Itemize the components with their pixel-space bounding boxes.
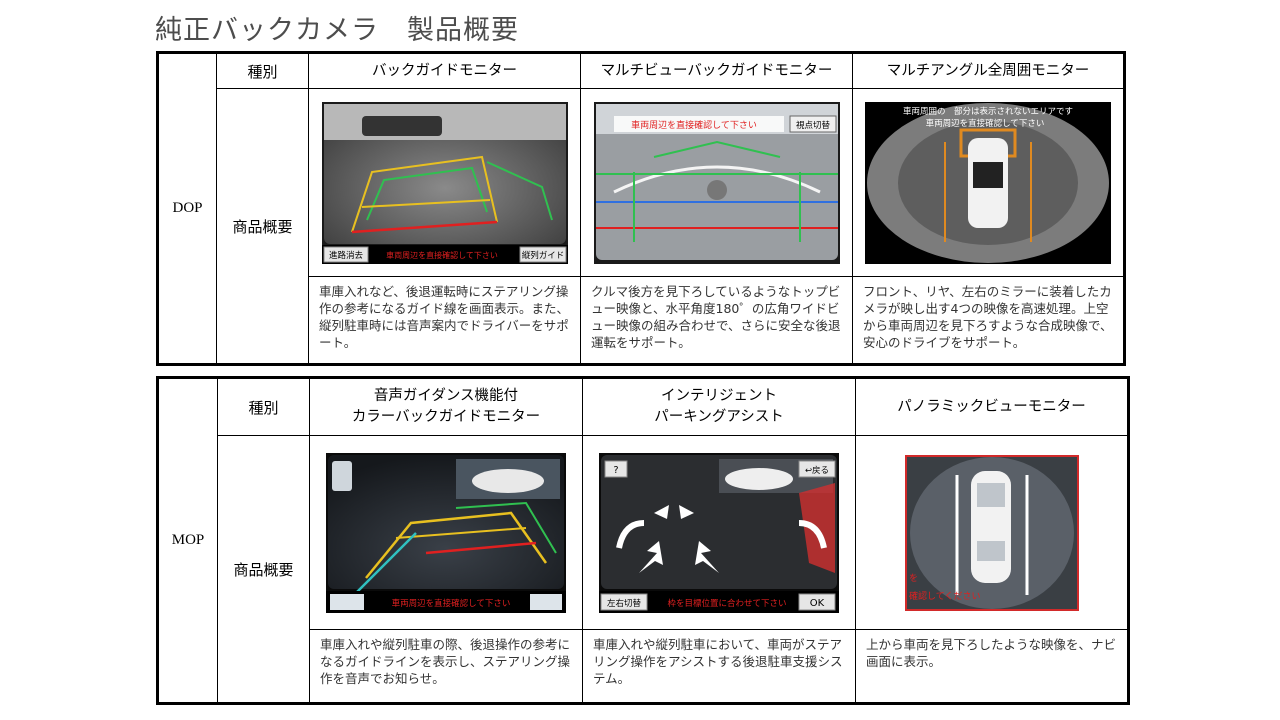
mop-description-2: 車庫入れや縦列駐車において、車両がステアリング操作をアシストする後退駐車支援シス… xyxy=(582,629,856,704)
dop-image-cell-3: 車両周囲の 部分は表示されないエリアです 車両周辺を直接確認して下さい xyxy=(852,88,1125,277)
dop-description-2: クルマ後方を見下ろしているようなトップビュー映像と、水平角度180゜の広角ワイド… xyxy=(580,276,853,365)
back-guide-left-button: 進路消去 xyxy=(328,250,363,261)
mop-product-name-1-line2: カラーバックガイドモニター xyxy=(351,409,541,425)
parking-assist-help-button: ? xyxy=(613,465,618,476)
mop-group-label: MOP xyxy=(157,377,218,704)
parking-assist-switch-button: 左右切替 xyxy=(607,598,642,609)
multi-angle-monitor-image: 車両周囲の 部分は表示されないエリアです 車両周辺を直接確認して下さい xyxy=(865,101,1111,264)
back-guide-right-button: 縦列ガイド xyxy=(521,250,564,261)
multi-view-switch-button: 視点切替 xyxy=(795,120,830,131)
dop-description-1: 車庫入れなど、後退運転時にステアリング操作の参考になるガイド線を画面表示。また、… xyxy=(308,276,581,365)
dop-table: DOP 種別 バックガイドモニター マルチビューバックガイドモニター マルチアン… xyxy=(156,51,1126,366)
dop-image-cell-2: 車両周辺を直接確認して下さい 視点切替 xyxy=(580,88,853,277)
mop-description-1: 車庫入れや縦列駐車の際、後退操作の参考になるガイドラインを表示し、ステアリング操… xyxy=(309,629,583,704)
mop-table: MOP 種別 音声ガイダンス機能付 カラーバックガイドモニター インテリジェント… xyxy=(156,376,1130,705)
voice-guidance-banner: 車両周辺を直接確認して下さい xyxy=(392,598,511,609)
dop-product-name-3: マルチアングル全周囲モニター xyxy=(852,52,1125,89)
dop-image-cell-1: 進路消去 車両周辺を直接確認して下さい 縦列ガイド xyxy=(308,88,581,277)
panoramic-view-image: を 確認してください xyxy=(904,454,1079,611)
mop-product-name-2-line2: パーキングアシスト xyxy=(654,409,784,425)
mop-product-name-2-line1: インテリジェント xyxy=(661,388,777,404)
mop-product-name-1: 音声ガイダンス機能付 カラーバックガイドモニター xyxy=(309,377,583,436)
mop-type-label: 種別 xyxy=(217,377,310,436)
dop-overview-label: 商品概要 xyxy=(216,88,309,365)
mop-description-3: 上から車両を見下ろしたような映像を、ナビ画面に表示。 xyxy=(855,629,1129,704)
dop-product-name-1: バックガイドモニター xyxy=(308,52,581,89)
mop-product-name-3: パノラミックビューモニター xyxy=(855,377,1129,436)
mop-image-cell-1: 車両周辺を直接確認して下さい xyxy=(309,435,583,630)
panoramic-partial-text-1: を xyxy=(909,573,918,584)
multi-view-banner: 車両周辺を直接確認して下さい xyxy=(631,119,757,131)
mop-image-cell-2: ? ↩戻る 左右切替 枠を目標位置に合わせて下さい OK xyxy=(582,435,856,630)
mop-product-name-2: インテリジェント パーキングアシスト xyxy=(582,377,856,436)
dop-type-label: 種別 xyxy=(216,52,309,89)
mop-image-cell-3: を 確認してください xyxy=(855,435,1129,630)
dop-product-name-2: マルチビューバックガイドモニター xyxy=(580,52,853,89)
mop-overview-label: 商品概要 xyxy=(217,435,310,704)
multi-angle-banner-2: 車両周辺を直接確認して下さい xyxy=(926,118,1045,129)
panoramic-partial-text-2: 確認してください xyxy=(909,590,980,602)
parking-assist-banner: 枠を目標位置に合わせて下さい xyxy=(667,598,786,609)
multi-view-monitor-image: 車両周辺を直接確認して下さい 視点切替 xyxy=(593,101,840,264)
multi-angle-banner-1: 車両周囲の 部分は表示されないエリアです xyxy=(903,106,1073,117)
dop-description-3: フロント、リヤ、左右のミラーに装着したカメラが映し出す4つの映像を高速処理。上空… xyxy=(852,276,1125,365)
back-guide-banner: 車両周辺を直接確認して下さい xyxy=(386,250,498,260)
parking-assist-ok-button: OK xyxy=(810,598,825,609)
parking-assist-image: ? ↩戻る 左右切替 枠を目標位置に合わせて下さい OK xyxy=(599,452,839,613)
parking-assist-back-button: ↩戻る xyxy=(805,465,829,476)
back-guide-monitor-image: 進路消去 車両周辺を直接確認して下さい 縦列ガイド xyxy=(321,101,568,264)
page-title: 純正バックカメラ 製品概要 xyxy=(155,15,519,46)
mop-product-name-1-line1: 音声ガイダンス機能付 xyxy=(373,388,519,404)
voice-guidance-monitor-image: 車両周辺を直接確認して下さい xyxy=(326,452,566,613)
dop-group-label: DOP xyxy=(157,52,217,365)
